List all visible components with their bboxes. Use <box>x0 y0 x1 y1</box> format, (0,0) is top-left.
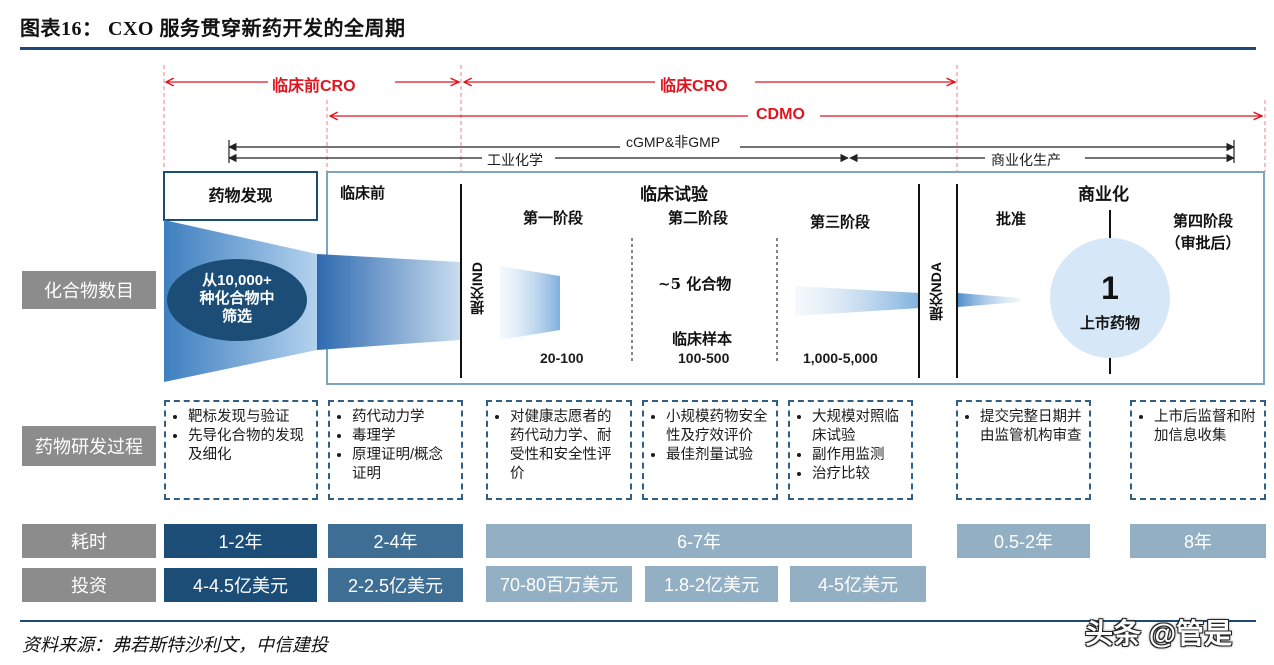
process-item: 副作用监测 <box>812 446 905 465</box>
start-line1: 从10,000+ <box>202 272 272 289</box>
cdmo-label: CDMO <box>752 106 809 124</box>
stage-commercialization: 商业化 <box>1078 185 1129 205</box>
process-item: 原理证明/概念证明 <box>352 446 455 484</box>
industrial-chem-label: 工业化学 <box>483 150 547 170</box>
time-phase4: 8年 <box>1130 524 1266 558</box>
stage-phase2: 第二阶段 <box>668 209 729 227</box>
row-label-process: 药物研发过程 <box>22 426 156 466</box>
cgmp-label: cGMP&非GMP <box>622 132 725 152</box>
process-box-phase1: 对健康志愿者的药代动力学、耐受性和安全性评价 <box>486 400 632 500</box>
stage-approval: 批准 <box>996 210 1027 228</box>
stage-phase4-title: 第四阶段 <box>1172 212 1233 230</box>
process-item: 上市后监督和附加信息收集 <box>1154 408 1258 446</box>
process-box-approval: 提交完整日期并由监管机构审查 <box>956 400 1091 500</box>
row-label-compounds: 化合物数目 <box>22 271 156 309</box>
top-divider <box>20 47 1256 50</box>
process-box-phase2: 小规模药物安全性及疗效评价 最佳剂量试验 <box>642 400 778 500</box>
compounds-5: ~5 化合物 <box>658 275 732 293</box>
time-preclinical: 2-4年 <box>328 524 463 558</box>
clinical-samples: 临床样本 <box>672 330 733 348</box>
process-box-phase4: 上市后监督和附加信息收集 <box>1130 400 1266 500</box>
bottom-divider <box>20 620 1256 622</box>
watermark: 头条 @管是 <box>1085 618 1233 649</box>
clinical-cro-label: 临床CRO <box>656 72 732 96</box>
page-title: 图表16： CXO 服务贯穿新药开发的全周期 <box>20 18 406 40</box>
stage-phase3: 第三阶段 <box>810 213 871 231</box>
time-clinical: 6-7年 <box>486 524 912 558</box>
investment-phase3: 4-5亿美元 <box>790 566 926 602</box>
time-approval: 0.5-2年 <box>957 524 1090 558</box>
source-note: 资料来源：弗若斯特沙利文，中信建投 <box>22 635 328 655</box>
commercial-production-label: 商业化生产 <box>987 150 1065 170</box>
process-item: 小规模药物安全性及疗效评价 <box>666 408 770 446</box>
discovery-ellipse-text: 从10,000+ 种化合物中 筛选 <box>167 272 307 326</box>
process-item: 先导化合物的发现及细化 <box>188 427 310 465</box>
final-number: 1 <box>1101 270 1119 306</box>
stage-drug-discovery: 药物发现 <box>208 186 273 205</box>
process-box-phase3: 大规模对照临床试验 副作用监测 治疗比较 <box>788 400 913 500</box>
stage-clinical-trial: 临床试验 <box>640 185 708 205</box>
process-item: 提交完整日期并由监管机构审查 <box>980 408 1083 446</box>
process-item: 对健康志愿者的药代动力学、耐受性和安全性评价 <box>510 408 624 484</box>
ind-label: 提交IND <box>469 262 485 315</box>
start-line3: 筛选 <box>221 308 252 325</box>
time-discovery: 1-2年 <box>164 524 317 558</box>
investment-preclinical: 2-2.5亿美元 <box>328 568 463 602</box>
start-line2: 种化合物中 <box>199 290 275 307</box>
row-label-investment: 投资 <box>22 568 156 602</box>
investment-discovery: 4-4.5亿美元 <box>164 568 317 602</box>
process-box-preclinical: 药代动力学 毒理学 原理证明/概念证明 <box>328 400 463 500</box>
process-item: 大规模对照临床试验 <box>812 408 905 446</box>
investment-phase2: 1.8-2亿美元 <box>645 566 778 602</box>
process-box-discovery: 靶标发现与验证 先导化合物的发现及细化 <box>164 400 318 500</box>
stage-phase4-subtitle: （审批后） <box>1165 234 1241 252</box>
investment-phase1: 70-80百万美元 <box>486 566 632 602</box>
nda-label: 提交NDA <box>928 262 944 321</box>
final-label: 上市药物 <box>1079 315 1140 332</box>
process-item: 药代动力学 <box>352 408 455 427</box>
process-item: 靶标发现与验证 <box>188 408 310 427</box>
stage-preclinical: 临床前 <box>340 184 386 202</box>
preclinical-cro-label: 临床前CRO <box>268 72 360 96</box>
phase3-count: 1,000-5,000 <box>803 350 878 366</box>
row-label-time: 耗时 <box>22 524 156 558</box>
phase2-count: 100-500 <box>678 350 730 366</box>
phase1-count: 20-100 <box>540 350 584 366</box>
process-item: 毒理学 <box>352 427 455 446</box>
stage-phase1: 第一阶段 <box>523 209 584 227</box>
process-item: 治疗比较 <box>812 465 905 484</box>
process-item: 最佳剂量试验 <box>666 446 770 465</box>
